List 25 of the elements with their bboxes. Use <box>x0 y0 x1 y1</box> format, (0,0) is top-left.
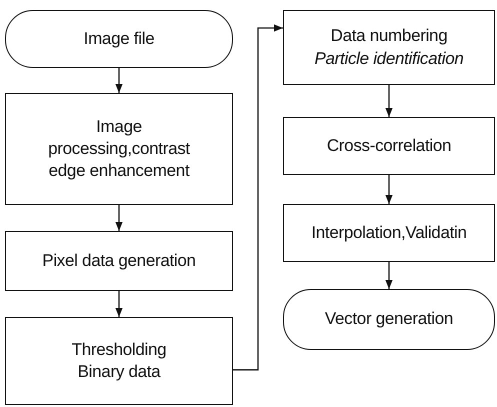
node-text: Thresholding <box>72 338 166 361</box>
arrow <box>385 262 393 289</box>
process-box <box>283 117 495 175</box>
node-text: Image file <box>84 28 154 50</box>
arrow <box>233 24 283 370</box>
node-text: Vector generation <box>324 308 454 330</box>
node-text: Pixel data generation <box>42 250 196 272</box>
node-text: Data numbering <box>330 25 448 48</box>
arrow <box>115 205 123 231</box>
arrow <box>385 175 393 204</box>
arrow <box>115 68 123 93</box>
process-box <box>5 93 233 205</box>
arrow <box>115 291 123 317</box>
process-box <box>5 231 233 291</box>
terminal-box <box>283 289 495 350</box>
node-text: Cross-correlation <box>326 134 452 157</box>
process-box <box>283 204 495 262</box>
terminal-box <box>5 10 233 68</box>
node-text: Binary data <box>78 361 160 383</box>
node-text: Interpolation,Validatin <box>311 222 467 244</box>
arrow <box>385 85 393 117</box>
node-text: Particle identification <box>314 48 464 70</box>
process-box <box>5 317 233 405</box>
node-text: Image processing,contrast edge enhancement <box>47 116 191 182</box>
process-box <box>283 10 495 85</box>
